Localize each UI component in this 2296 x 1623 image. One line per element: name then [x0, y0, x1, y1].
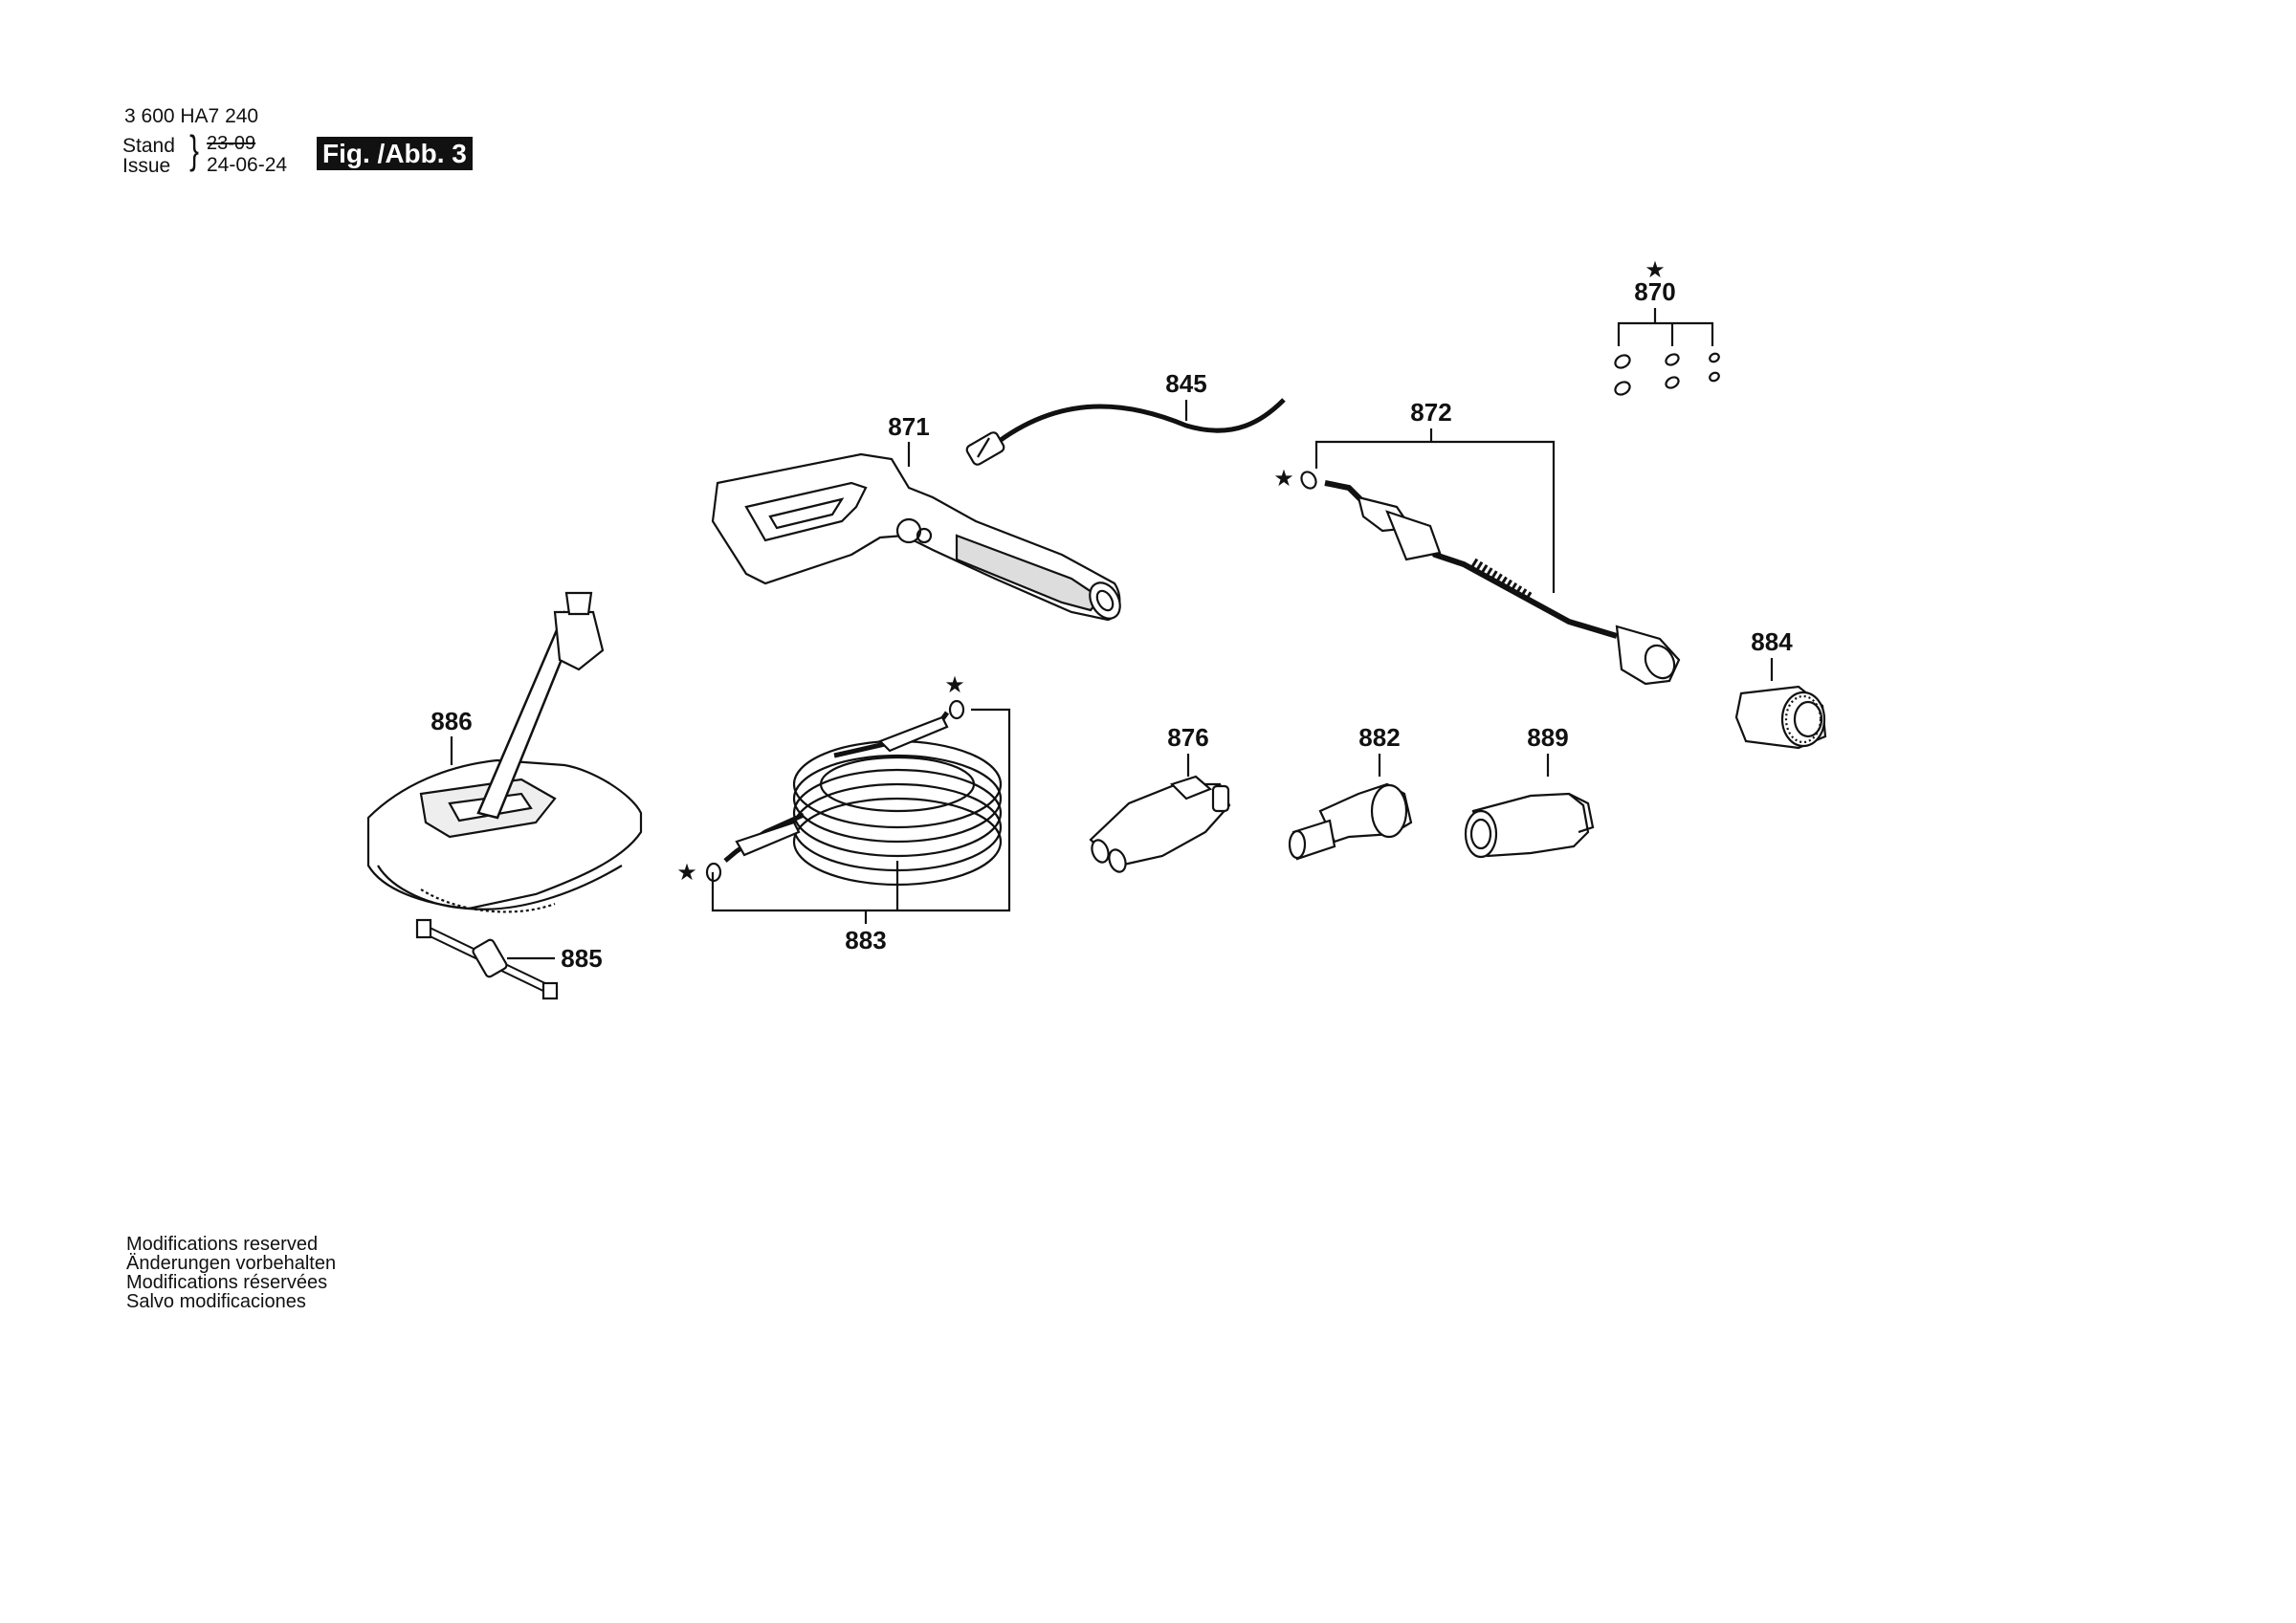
part-882-adapter: 882: [1288, 723, 1413, 861]
star-icon: ★: [1645, 257, 1666, 283]
part-872-lance: 872 ★: [1273, 398, 1681, 686]
issue-date: 24-06-24: [207, 154, 288, 176]
footer-line-es: Salvo modificaciones: [126, 1291, 306, 1312]
footer-line-en: Modifications reserved: [126, 1234, 319, 1255]
part-886-surface-cleaner: 886: [366, 591, 643, 913]
document-number: 3 600 HA7 240: [124, 105, 259, 127]
part-883-hose-reel: 883 ★ ★: [676, 672, 1011, 954]
footer-line-fr: Modifications réservées: [126, 1272, 328, 1293]
part-label-872: 872: [1410, 398, 1451, 427]
issue-label: Issue: [122, 155, 171, 177]
part-889-fitting: 889: [1464, 723, 1595, 859]
part-label-871: 871: [888, 412, 929, 441]
star-icon: ★: [676, 860, 697, 886]
star-icon: ★: [944, 672, 965, 698]
part-label-870: 870: [1634, 277, 1675, 306]
part-label-886: 886: [430, 707, 472, 735]
part-label-876: 876: [1167, 723, 1208, 752]
part-870-oring-set: ★ 870: [1614, 257, 1720, 396]
part-label-882: 882: [1358, 723, 1400, 752]
part-label-883: 883: [845, 926, 886, 954]
part-885-wand-bar: 885: [415, 918, 603, 1000]
part-label-889: 889: [1527, 723, 1568, 752]
stand-label: Stand: [122, 135, 175, 157]
figure-label: Fig. /Abb. 3: [317, 137, 473, 170]
part-845-hose: 845: [965, 369, 1286, 466]
part-label-884: 884: [1751, 627, 1793, 656]
modifications-notice: Modifications reserved Änderungen vorbeh…: [126, 1235, 336, 1311]
part-label-885: 885: [561, 944, 602, 973]
star-icon: ★: [1273, 466, 1294, 492]
part-871-trigger-gun: 871: [711, 412, 1121, 622]
part-label-845: 845: [1165, 369, 1206, 398]
part-884-connector: 884: [1734, 627, 1827, 750]
old-date: 23-09: [207, 133, 256, 154]
part-876-nozzle: 876: [1089, 723, 1231, 873]
footer-line-de: Änderungen vorbehalten: [126, 1253, 337, 1274]
brace-symbol: }: [189, 127, 199, 172]
